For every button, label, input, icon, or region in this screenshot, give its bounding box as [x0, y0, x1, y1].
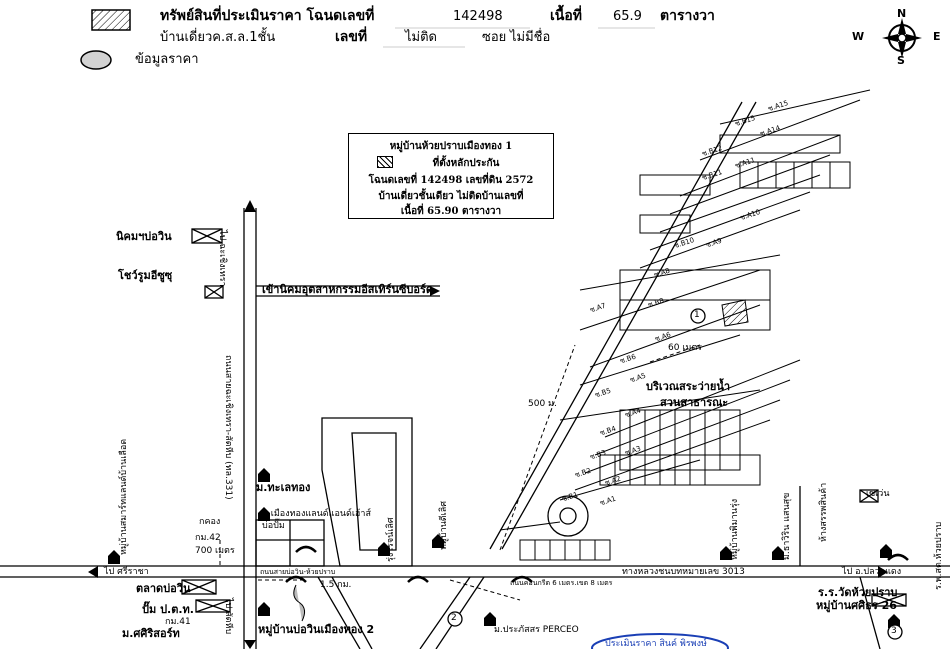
label-village-phiman: หมู่บ้านพิมานรุ่ง	[730, 498, 740, 560]
house-icon-village26	[888, 614, 900, 628]
label-700m: 700 เมตร	[195, 546, 235, 556]
label-pond-2: สวนสาธารณะ	[660, 396, 729, 409]
price-info-legend-icon	[80, 50, 112, 70]
label-highway-3013: ทางหลวงชนบทหมายเลข 3013	[622, 567, 745, 577]
label-village-left: หมู่บ้านดีเลิศ	[439, 501, 449, 550]
compass-w: W	[852, 30, 865, 43]
arrow-industrial-icon	[430, 286, 440, 296]
label-mueang-thong: ม.เมืองทองแลนด์แอนด์เฮ้าส์	[262, 509, 371, 519]
label-ausiri: ม.ธาวิริน แสนสุข	[782, 492, 792, 560]
area-value: 65.9	[613, 9, 642, 24]
label-school: ร.ร.วัดห้วยปราบ	[818, 586, 898, 599]
property-info-box: หมู่บ้านห้วยปราบเมืองทอง 1 ที่ตั้งหลักปร…	[348, 133, 554, 219]
label-nikhom: นิคมฯบ่อวิน	[116, 230, 172, 243]
label-circle-3: 3	[891, 626, 897, 636]
house-no-value: ไม่ติด	[405, 30, 437, 45]
label-bowin-village2: หมู่บ้านบ่อวินเมืองทอง 2	[258, 623, 375, 636]
hatched-legend-icon	[91, 9, 131, 31]
house-icon-sevenel	[880, 544, 892, 558]
house-icon-samran	[108, 550, 120, 564]
house-no-label: เลขที่	[335, 29, 368, 45]
house-type: บ้านเดี่ยวค.ส.ล.1ชั้น	[160, 30, 276, 45]
compass-n: N	[897, 7, 907, 20]
area-label: เนื้อที่	[550, 8, 582, 24]
house-icon-village-mid	[378, 542, 390, 556]
house-icon-village-left	[432, 534, 444, 548]
info-box-line2: บ้านเดี่ยวชั้นเดียว ไม่ติดบ้านเลขที่	[378, 191, 524, 202]
label-circle-2: 2	[451, 613, 457, 623]
area-unit: ตารางวา	[660, 8, 715, 24]
label-road-331: ถนนสายฉะเชิงเทรา-สัตหีบ (ทล.331)	[223, 355, 233, 500]
label-ptt: ปั๊ม ป.ต.ท.	[142, 603, 194, 616]
compass-e: E	[933, 30, 941, 43]
house-icon-phiman	[720, 546, 732, 560]
subject-plot-icon	[721, 299, 749, 327]
info-box-line1: โฉนดเลขที่ 142498 เลขที่ดิน 2572	[368, 175, 534, 186]
official-stamp-icon	[591, 633, 729, 649]
label-to-sriracha: ไป ศรีราชา	[104, 567, 149, 577]
label-road-bowin: ถนนสายบ่อวิน-ห้วยปราบ	[260, 568, 336, 576]
compass-rose-icon	[882, 18, 922, 58]
label-srisiri: ม.ศศิริสอร์ท	[122, 627, 180, 640]
header-legend-graphics	[80, 9, 655, 70]
house-icon-thale-thong	[258, 468, 270, 482]
arrow-west-icon	[88, 566, 98, 578]
soi-label: ซอย	[482, 30, 507, 45]
house-icon-mueang-thong	[258, 507, 270, 521]
label-watersport: ห้างสรรพสินค้า	[819, 482, 829, 542]
label-concrete-road: ถนนคอนกรีต 6 เมตร.เขต 8 เมตร	[510, 579, 613, 587]
label-village-mid: รุ่งโรจน์เลิศ	[386, 517, 396, 562]
deed-number: 142498	[453, 9, 503, 24]
label-to-chachoengsao: ไป ฉะเชิงเทรา	[217, 230, 227, 287]
label-sevenel: เซเว่น	[866, 489, 890, 499]
label-500m: 500 ม.	[528, 399, 557, 409]
info-box-hatch-icon	[377, 156, 393, 168]
label-stamp: ประเมินราคา สินค์ พิรพงษ์	[605, 639, 707, 649]
price-info-label: ข้อมูลราคา	[135, 52, 199, 67]
label-market: ตลาดบ่อวิน	[136, 582, 191, 595]
label-to-pluak-daeng: ไป อ.ปลวกแดง	[842, 567, 902, 577]
house-icon-ausiri	[772, 546, 784, 560]
soi-value: ไม่มีชื่อ	[510, 30, 551, 45]
label-village-samran: หมู่บ้านสมาร์ทแลนด์บ้านเลือด	[119, 438, 129, 555]
info-box-line3: เนื้อที่ 65.90 ตารางวา	[400, 206, 502, 217]
label-klong: กคอง	[199, 517, 221, 527]
arrow-south-icon	[244, 640, 256, 649]
label-to-sattahip: ไป สัตหีบ	[223, 598, 233, 635]
label-km41: กม.41	[165, 617, 191, 627]
compass-s: S	[897, 54, 905, 67]
label-km42: กม.42	[195, 533, 221, 543]
arrow-east-icon	[878, 566, 888, 578]
label-right-vertical: ร.พ.สต.ห้วยปราบ	[934, 521, 944, 590]
label-showroom: โชว์รูมอีซูซุ	[118, 269, 173, 282]
label-km15: 1.5 กม.	[320, 580, 352, 590]
label-pond-1: บริเวณสระว่ายน้ำ	[646, 380, 731, 393]
property-label: ทรัพย์สินที่ประเมินราคา โฉนดเลขที่	[160, 8, 375, 24]
label-village-26: หมู่บ้านศศิธร 26	[816, 599, 897, 612]
house-icon-prasit	[484, 612, 496, 626]
house-icon-bowin2	[258, 602, 270, 616]
label-circle-1: 1	[694, 310, 700, 320]
info-box-title: หมู่บ้านห้วยปราบเมืองทอง 1	[389, 141, 513, 152]
label-60m: 60 เมตร	[668, 343, 703, 353]
label-prasit: ม.ประภัสสร PERCEO	[494, 625, 579, 635]
label-thale-thong: ม.ทะเลทอง	[256, 481, 311, 494]
arrow-north-icon	[244, 200, 256, 212]
label-bo-pam: บ่อปั๊ม	[262, 521, 285, 531]
info-box-legend: ที่ตั้งหลักประกัน	[432, 158, 500, 169]
label-industrial: เข้านิคมอุตสาหกรรมอีสเทิร์นซีบอร์ด	[262, 283, 434, 296]
